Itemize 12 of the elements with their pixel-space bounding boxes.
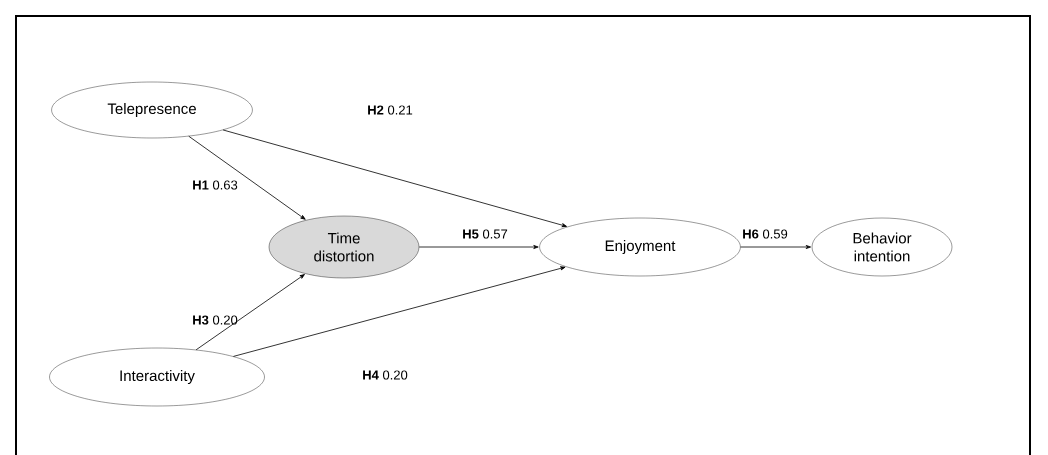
arrow [740,245,811,249]
edge-label: H2 0.21 [368,105,413,115]
arrow [418,245,539,249]
arrow [188,135,306,220]
edge-label: H1 0.63 [193,180,238,190]
edge-label: H6 0.59 [743,229,788,239]
arrow [222,129,567,228]
arrow [233,266,566,357]
edge-label: H5 0.57 [463,229,508,239]
arrow [195,274,305,351]
edge-label: H3 0.20 [193,315,238,325]
edge-label: H4 0.20 [363,370,408,380]
